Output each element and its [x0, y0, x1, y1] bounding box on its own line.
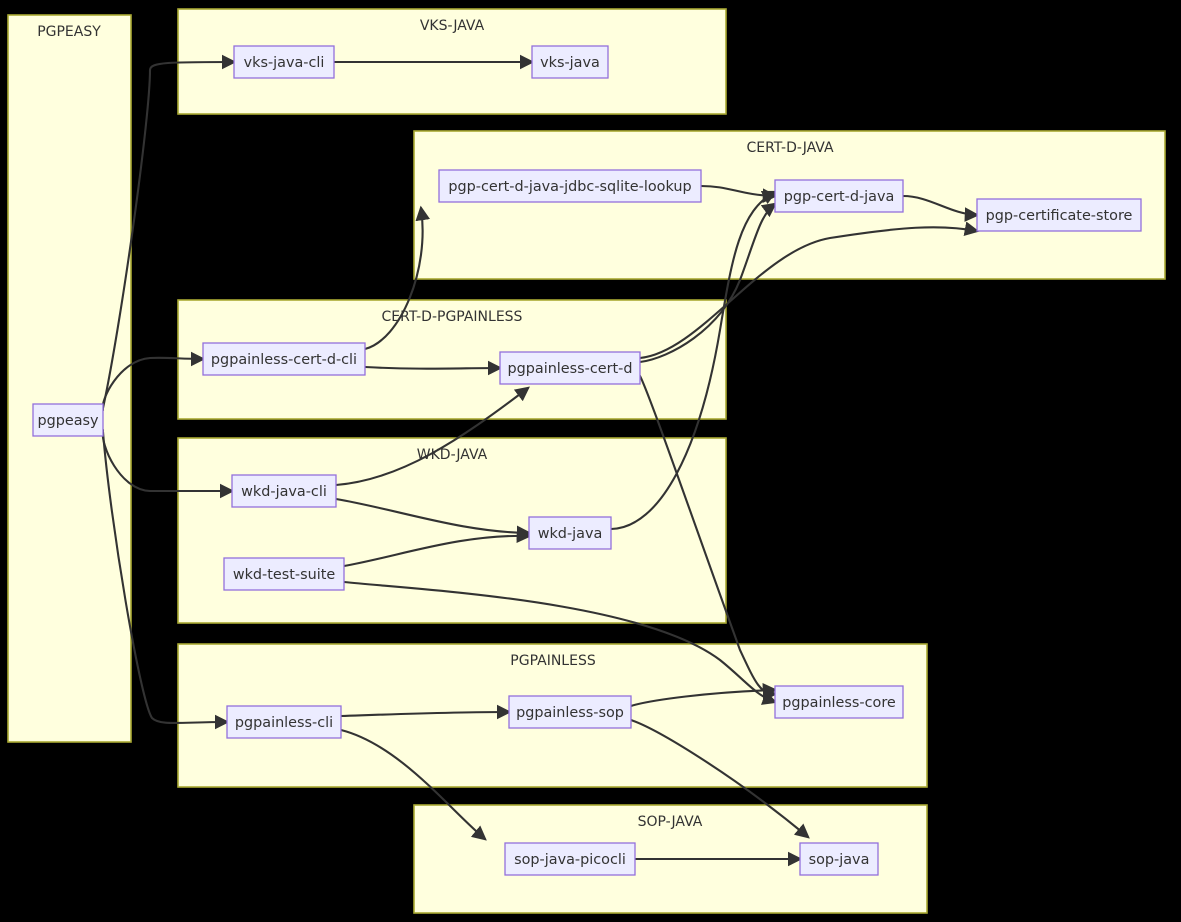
edge-wkd-java-to-pgp-cert-d-java	[609, 190, 778, 531]
node-label: pgp-cert-d-java	[784, 189, 895, 205]
cluster-label: CERT-D-PGPAINLESS	[382, 309, 523, 325]
node-label: sop-java-picocli	[514, 852, 626, 868]
node-box[interactable]	[233, 45, 335, 79]
node-box[interactable]	[531, 45, 609, 79]
cluster-label: VKS-JAVA	[420, 18, 485, 34]
node-wkd-java[interactable]: wkd-java	[528, 516, 612, 550]
cluster-label: PGPAINLESS	[510, 653, 596, 669]
node-pgpainless-cert-d-cli[interactable]: pgpainless-cert-d-cli	[202, 342, 366, 376]
node-label: pgpainless-cert-d	[507, 361, 632, 377]
node-box[interactable]	[202, 342, 366, 376]
node-pgp-certificate-store[interactable]: pgp-certificate-store	[976, 198, 1142, 232]
edge-wkd-test-suite-to-pgpainless-core	[342, 580, 778, 705]
edge-wkd-java-cli-to-pgpainless-cert-d	[334, 386, 530, 487]
node-label: sop-java	[809, 852, 870, 868]
cluster-label: PGPEASY	[37, 24, 101, 40]
node-label: vks-java	[540, 55, 600, 71]
edge-pgpainless-cert-d-to-pgp-certificate-store	[638, 221, 980, 360]
cluster-pgpeasy: PGPEASY	[7, 14, 132, 743]
node-label: pgpainless-cert-d-cli	[211, 352, 357, 368]
node-box[interactable]	[508, 695, 632, 729]
node-sop-java[interactable]: sop-java	[799, 842, 879, 876]
edge-group	[101, 54, 980, 867]
edge-pgpeasy-to-pgpainless-cli	[101, 430, 230, 730]
edge-wkd-test-suite-to-wkd-java	[342, 528, 532, 568]
edge-pgpainless-sop-to-sop-java	[629, 718, 810, 839]
node-box[interactable]	[799, 842, 879, 876]
node-label: pgpainless-core	[782, 695, 896, 711]
node-pgpainless-core[interactable]: pgpainless-core	[774, 685, 904, 719]
node-vks-java-cli[interactable]: vks-java-cli	[233, 45, 335, 79]
edge-pgpainless-cert-d-to-pgpainless-core	[638, 374, 778, 702]
edge-pgpainless-sop-to-pgpainless-core	[629, 683, 778, 708]
edge-pgpainless-cli-to-pgpainless-sop	[339, 704, 512, 720]
node-pgp-cert-d-java-jdbc-sqlite-lookup[interactable]: pgp-cert-d-java-jdbc-sqlite-lookup	[438, 169, 702, 203]
node-group: pgpeasy vks-java-cli vks-java pgp-cert-d-ja…	[32, 45, 1142, 876]
edge-pgpainless-cert-d-cli-to-pgpainless-cert-d	[363, 360, 503, 376]
cluster-box	[177, 437, 727, 624]
node-box[interactable]	[499, 351, 641, 385]
node-label: pgp-certificate-store	[986, 208, 1133, 224]
node-vks-java[interactable]: vks-java	[531, 45, 609, 79]
edge-pgpainless-cli-to-sop-java-picocli	[339, 728, 487, 841]
node-box[interactable]	[223, 557, 345, 591]
cluster-label: SOP-JAVA	[638, 814, 703, 830]
node-box[interactable]	[528, 516, 612, 550]
node-label: wkd-java-cli	[241, 484, 327, 500]
node-pgpainless-cert-d[interactable]: pgpainless-cert-d	[499, 351, 641, 385]
node-box[interactable]	[231, 474, 337, 508]
node-pgpainless-sop[interactable]: pgpainless-sop	[508, 695, 632, 729]
node-box[interactable]	[774, 179, 904, 213]
edge-wkd-java-cli-to-wkd-java	[334, 497, 532, 541]
node-wkd-java-cli[interactable]: wkd-java-cli	[231, 474, 337, 508]
node-pgpeasy[interactable]: pgpeasy	[32, 403, 104, 437]
edge-pgpainless-cert-d-to-pgp-cert-d-java	[638, 202, 777, 364]
node-label: wkd-java	[538, 526, 603, 542]
edge-pgpeasy-to-pgpainless-cert-d-cli	[101, 351, 206, 412]
edge-pgp-cert-d-java-to-pgp-certificate-store	[901, 194, 980, 222]
cluster-wkd_java: WKD-JAVA	[177, 437, 727, 624]
node-label: pgpainless-cli	[235, 715, 333, 731]
node-box[interactable]	[774, 685, 904, 719]
node-label: vks-java-cli	[244, 55, 325, 71]
cluster-box	[7, 14, 132, 743]
node-box[interactable]	[504, 842, 636, 876]
node-label: pgpainless-sop	[516, 705, 624, 721]
node-wkd-test-suite[interactable]: wkd-test-suite	[223, 557, 345, 591]
node-pgp-cert-d-java[interactable]: pgp-cert-d-java	[774, 179, 904, 213]
node-label: pgpeasy	[37, 413, 99, 429]
cluster-group: PGPEASY VKS-JAVA CERT-D-JAVA CERT-D-PGPAINL…	[7, 8, 1166, 914]
node-box[interactable]	[438, 169, 702, 203]
node-box[interactable]	[226, 705, 342, 739]
cluster-label: CERT-D-JAVA	[746, 140, 834, 156]
node-box[interactable]	[976, 198, 1142, 232]
edge-pgpeasy-to-wkd-java-cli	[101, 428, 235, 499]
node-box[interactable]	[32, 403, 104, 437]
node-label: wkd-test-suite	[233, 567, 336, 583]
node-pgpainless-cli[interactable]: pgpainless-cli	[226, 705, 342, 739]
edge-pgpainless-cert-d-cli-to-pgp-cert-d-java-jdbc-sqlite-lookup	[363, 205, 431, 351]
node-sop-java-picocli[interactable]: sop-java-picocli	[504, 842, 636, 876]
node-label: pgp-cert-d-java-jdbc-sqlite-lookup	[448, 179, 691, 195]
edge-pgpeasy-to-vks-java-cli	[101, 54, 237, 410]
